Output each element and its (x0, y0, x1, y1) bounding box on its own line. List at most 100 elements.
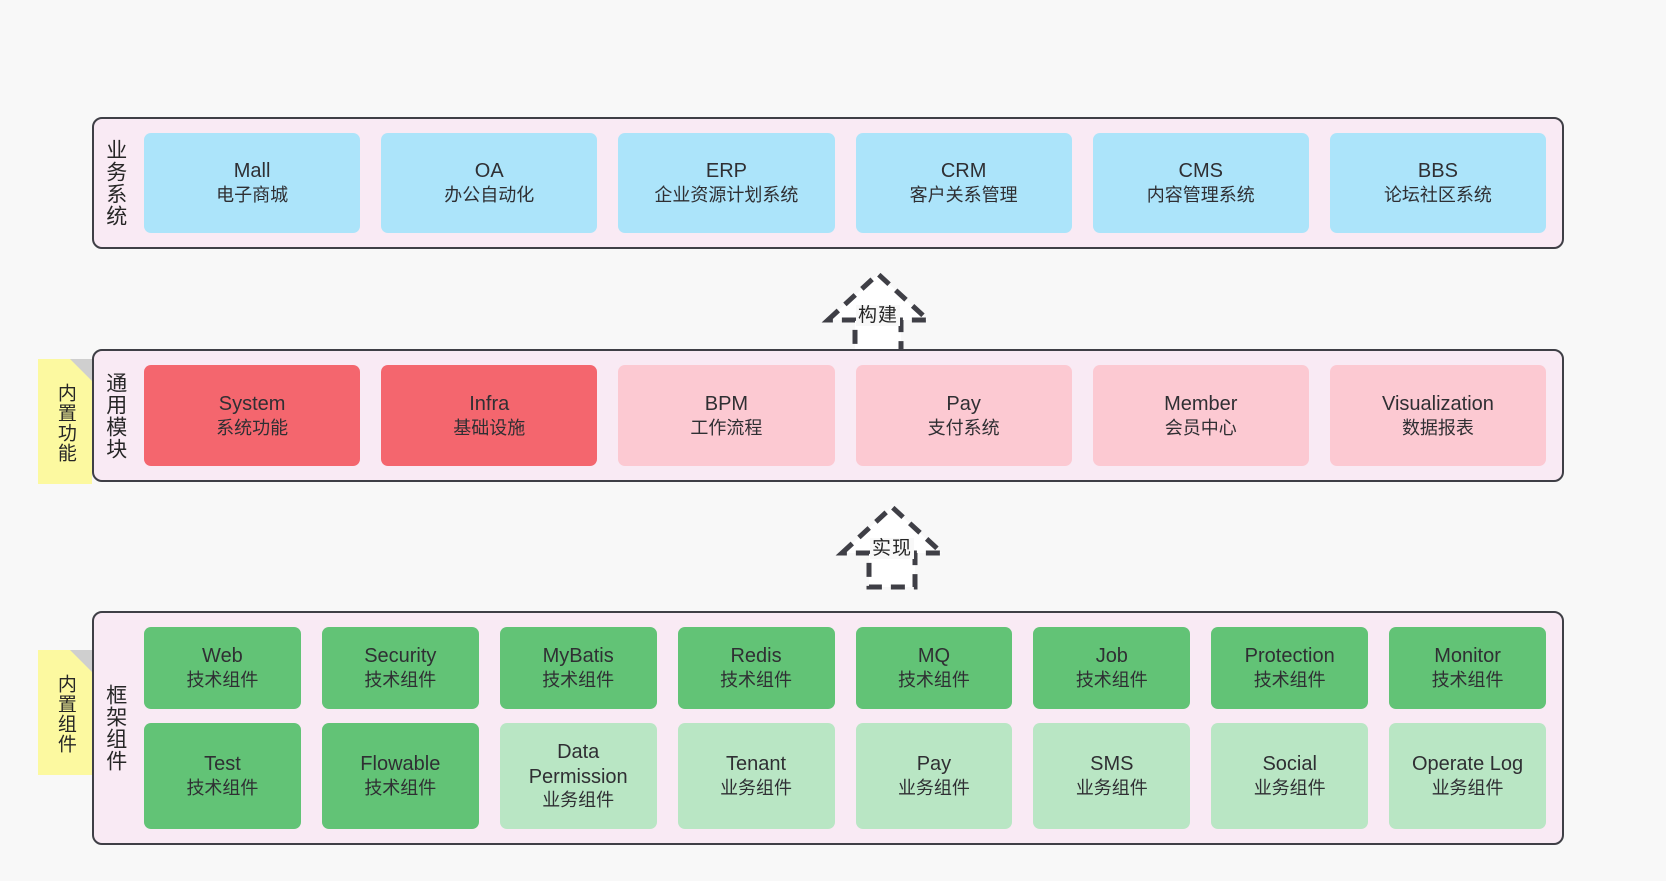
card-subtitle: 支付系统 (927, 417, 1000, 438)
card-subtitle: 技术组件 (364, 778, 437, 799)
layer-card-group-business-systems: Mall 电子商城 OA 办公自动化 ERP 企业资源计划系统 CRM 客户关系… (136, 119, 1562, 247)
card-title: Mall (233, 160, 271, 183)
card-subtitle: 技术组件 (186, 670, 259, 691)
card-web[interactable]: Web 技术组件 (144, 627, 301, 709)
card-subtitle: 业务组件 (720, 778, 793, 799)
card-job[interactable]: Job 技术组件 (1033, 627, 1191, 709)
note-builtin-functions: 内置功能 (38, 359, 92, 484)
card-title: Data Permission (528, 740, 628, 788)
card-subtitle: 客户关系管理 (909, 185, 1018, 206)
card-mall[interactable]: Mall 电子商城 (144, 133, 361, 233)
card-social[interactable]: Social 业务组件 (1211, 722, 1369, 830)
card-title: Pay (916, 753, 952, 776)
hollow-arrow-icon (835, 503, 949, 590)
hollow-arrow-icon (821, 270, 935, 357)
card-pay[interactable]: Pay 支付系统 (855, 365, 1072, 466)
card-mq[interactable]: MQ 技术组件 (855, 627, 1013, 709)
connector-implement: 实现 (812, 495, 972, 591)
card-subtitle: 工作流程 (690, 417, 763, 438)
card-oa[interactable]: OA 办公自动化 (381, 133, 598, 233)
card-row: Test 技术组件 Flowable 技术组件 Data Permission … (144, 722, 1546, 830)
layer-label-business-systems: 业务系统 (103, 139, 127, 227)
card-subtitle: 基础设施 (453, 417, 526, 438)
card-title: System (218, 392, 286, 415)
card-title: OA (474, 160, 504, 183)
card-monitor[interactable]: Monitor 技术组件 (1389, 627, 1546, 709)
card-crm[interactable]: CRM 客户关系管理 (855, 133, 1072, 233)
card-subtitle: 系统功能 (216, 417, 289, 438)
card-title: Member (1164, 392, 1238, 415)
card-title: SMS (1090, 753, 1134, 776)
card-subtitle: 技术组件 (720, 670, 793, 691)
layer-business-systems: 业务系统 Mall 电子商城 OA 办公自动化 ERP 企业资源计划系统 CRM (92, 117, 1564, 249)
layer-framework-components: 框架组件 Web 技术组件 Security 技术组件 MyBatis 技术组件… (92, 611, 1564, 845)
card-operate-log[interactable]: Operate Log 业务组件 (1389, 722, 1546, 830)
card-flowable[interactable]: Flowable 技术组件 (321, 722, 479, 830)
card-title: BPM (704, 392, 749, 415)
connector-build: 构建 (798, 262, 958, 358)
card-member[interactable]: Member 会员中心 (1092, 365, 1309, 466)
card-subtitle: 技术组件 (897, 670, 970, 691)
card-system[interactable]: System 系统功能 (144, 365, 361, 466)
card-test[interactable]: Test 技术组件 (144, 722, 301, 830)
card-subtitle: 技术组件 (1075, 670, 1148, 691)
card-row: Web 技术组件 Security 技术组件 MyBatis 技术组件 Redi… (144, 627, 1546, 709)
card-subtitle: 电子商城 (216, 185, 289, 206)
card-infra[interactable]: Infra 基础设施 (381, 365, 598, 466)
card-subtitle: 内容管理系统 (1146, 185, 1255, 206)
card-protection[interactable]: Protection 技术组件 (1211, 627, 1369, 709)
card-cms[interactable]: CMS 内容管理系统 (1092, 133, 1309, 233)
card-subtitle: 办公自动化 (444, 185, 535, 206)
card-title: Infra (469, 392, 510, 415)
card-title: Pay (946, 392, 981, 415)
note-builtin-components: 内置组件 (38, 650, 92, 775)
card-title: Job (1095, 645, 1128, 668)
card-title: Operate Log (1411, 753, 1524, 776)
card-sms[interactable]: SMS 业务组件 (1033, 722, 1191, 830)
layer-card-group-framework-components: Web 技术组件 Security 技术组件 MyBatis 技术组件 Redi… (136, 613, 1562, 843)
card-subtitle: 技术组件 (542, 670, 615, 691)
layer-common-modules: 通用模块 System 系统功能 Infra 基础设施 BPM 工作流程 Pay (92, 349, 1564, 482)
card-title: MQ (917, 645, 951, 668)
card-erp[interactable]: ERP 企业资源计划系统 (618, 133, 835, 233)
card-subtitle: 技术组件 (364, 670, 437, 691)
card-title: Test (204, 753, 241, 776)
card-subtitle: 论坛社区系统 (1383, 185, 1492, 206)
card-row: System 系统功能 Infra 基础设施 BPM 工作流程 Pay 支付系统… (144, 365, 1547, 466)
card-title: CRM (940, 160, 987, 183)
card-subtitle: 业务组件 (542, 790, 615, 811)
card-title: Protection (1244, 645, 1335, 668)
card-title: ERP (705, 160, 747, 183)
card-title: Visualization (1381, 392, 1494, 415)
card-security[interactable]: Security 技术组件 (321, 627, 479, 709)
card-subtitle: 业务组件 (897, 778, 970, 799)
card-subtitle: 业务组件 (1253, 778, 1326, 799)
card-title: Flowable (360, 753, 441, 776)
card-data-permission[interactable]: Data Permission 业务组件 (499, 722, 657, 830)
card-pay-component[interactable]: Pay 业务组件 (855, 722, 1013, 830)
note-label: 内置功能 (54, 382, 76, 463)
note-label: 内置组件 (54, 673, 76, 754)
card-title: Web (202, 645, 243, 668)
card-subtitle: 业务组件 (1431, 778, 1504, 799)
card-redis[interactable]: Redis 技术组件 (677, 627, 835, 709)
layer-label-framework-components: 框架组件 (103, 684, 127, 772)
card-title: BBS (1417, 160, 1458, 183)
card-subtitle: 业务组件 (1075, 778, 1148, 799)
card-title: Tenant (726, 753, 787, 776)
card-subtitle: 技术组件 (1253, 670, 1326, 691)
card-title: Monitor (1434, 645, 1501, 668)
card-subtitle: 技术组件 (1431, 670, 1504, 691)
card-row: Mall 电子商城 OA 办公自动化 ERP 企业资源计划系统 CRM 客户关系… (144, 133, 1547, 233)
card-title: MyBatis (542, 645, 614, 668)
card-bbs[interactable]: BBS 论坛社区系统 (1329, 133, 1547, 233)
card-subtitle: 企业资源计划系统 (654, 185, 799, 206)
card-subtitle: 数据报表 (1401, 417, 1474, 438)
card-bpm[interactable]: BPM 工作流程 (618, 365, 835, 466)
layer-label-common-modules: 通用模块 (103, 371, 127, 460)
layer-card-group-common-modules: System 系统功能 Infra 基础设施 BPM 工作流程 Pay 支付系统… (136, 351, 1562, 480)
card-tenant[interactable]: Tenant 业务组件 (677, 722, 835, 830)
card-visualization[interactable]: Visualization 数据报表 (1329, 365, 1547, 466)
card-mybatis[interactable]: MyBatis 技术组件 (499, 627, 657, 709)
